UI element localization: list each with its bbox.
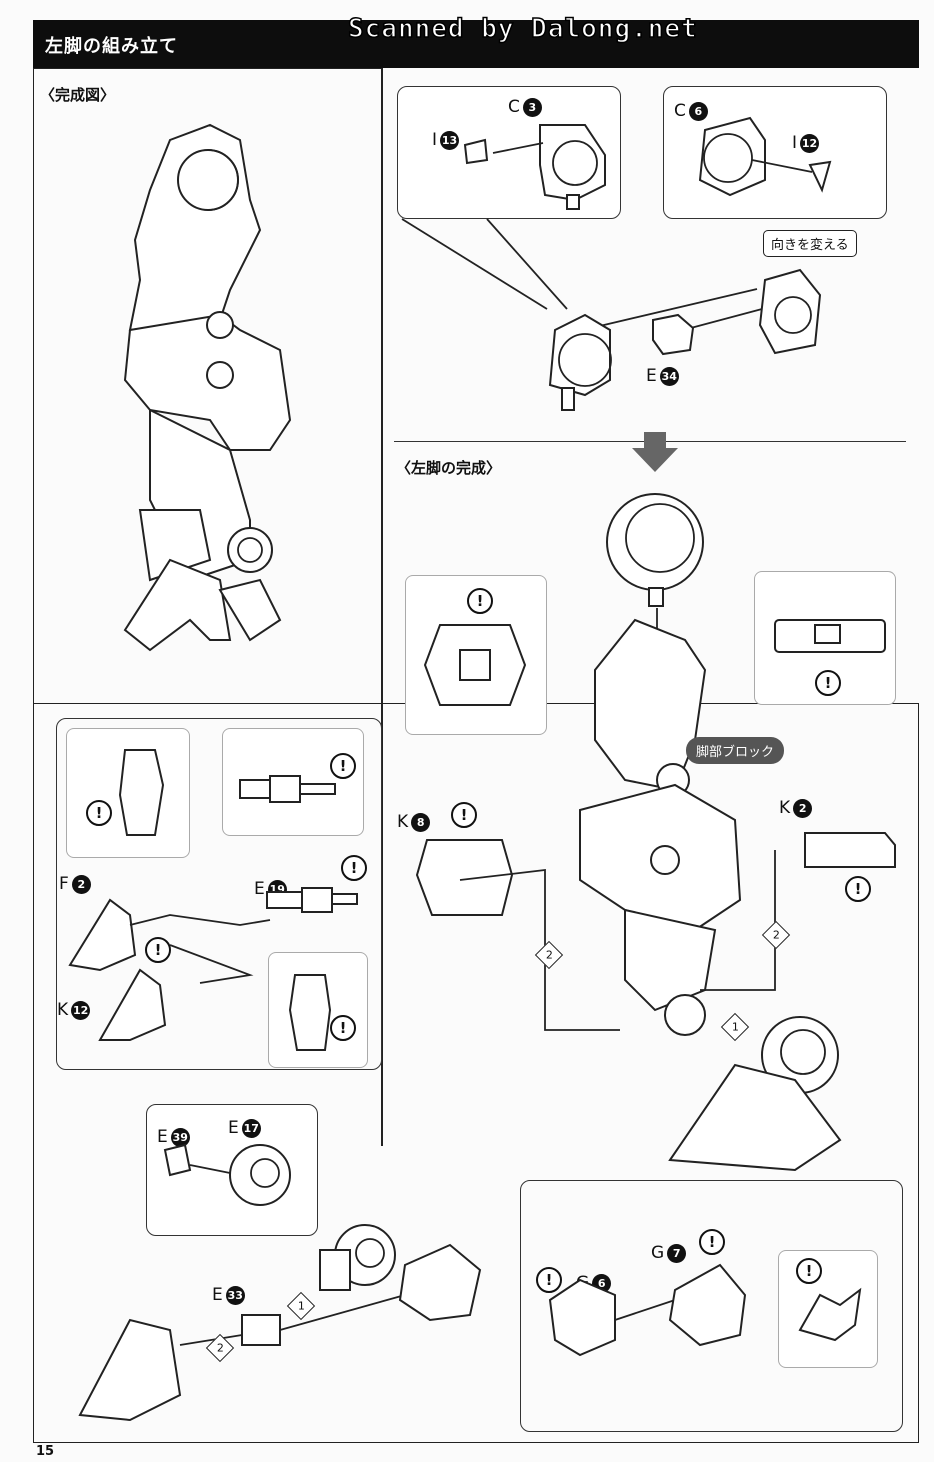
- f2-detail-illustration: [118, 749, 165, 836]
- upper-assembly-lines: [401, 218, 763, 330]
- e19-part-illustration: [266, 887, 358, 913]
- k12-part-illustration: [98, 968, 167, 1041]
- down-arrow-icon: [632, 432, 678, 472]
- warning-icon: !: [341, 855, 367, 881]
- note-leg-block: 脚部ブロック: [686, 737, 785, 764]
- f2-k12-assembly-lines: [129, 914, 271, 984]
- complete-view-heading: 〈完成図〉: [40, 86, 116, 104]
- k8-detail-illustration: [423, 624, 527, 706]
- note-change-direction: 向きを変える: [763, 230, 857, 257]
- k8-part-illustration: [415, 839, 514, 916]
- warning-icon: !: [86, 800, 112, 826]
- lower-leg-assembly-illustration: [78, 1224, 482, 1422]
- warning-icon: !: [330, 1015, 356, 1041]
- e34-part-illustration: [652, 313, 695, 356]
- warning-icon: !: [451, 802, 477, 828]
- g7-detail-illustration: [798, 1287, 862, 1342]
- warning-icon: !: [845, 876, 871, 902]
- warning-icon: !: [796, 1258, 822, 1284]
- f2-part-illustration: [68, 898, 137, 972]
- assembly-subpanel: [56, 718, 382, 1070]
- k12-detail-illustration: [288, 974, 332, 1051]
- leg-complete-heading: 〈左脚の完成〉: [396, 459, 502, 477]
- warning-icon: !: [467, 588, 493, 614]
- e39-e17-illustration: [163, 1143, 291, 1206]
- e19-detail-illustration: [239, 775, 336, 803]
- k2-part-illustration: [804, 832, 896, 868]
- warning-icon: !: [815, 670, 841, 696]
- complete-leg-illustration: [123, 123, 292, 652]
- warning-icon: !: [330, 753, 356, 779]
- page-title: 左脚の組み立て: [45, 36, 178, 57]
- watermark: Scanned by Dalong.net: [347, 13, 698, 45]
- c3-part-illustration: [463, 124, 606, 210]
- warning-icon: !: [145, 937, 171, 963]
- divider: [381, 68, 383, 1146]
- c6-part-illustration: [698, 116, 832, 197]
- shoulder-part-illustration: [548, 313, 612, 411]
- g6-g7-illustration: [548, 1263, 747, 1357]
- k2-detail-illustration: [774, 619, 886, 653]
- page-number: 15: [36, 1444, 55, 1459]
- callout-g6-g7: [520, 1180, 903, 1432]
- k2-assembly-line: [700, 850, 776, 991]
- warning-icon: !: [536, 1267, 562, 1293]
- page-header: 左脚の組み立て: [33, 20, 919, 68]
- leg-complete-illustration: [579, 493, 842, 1172]
- warning-icon: !: [699, 1229, 725, 1255]
- joint-part-illustration: [758, 268, 822, 355]
